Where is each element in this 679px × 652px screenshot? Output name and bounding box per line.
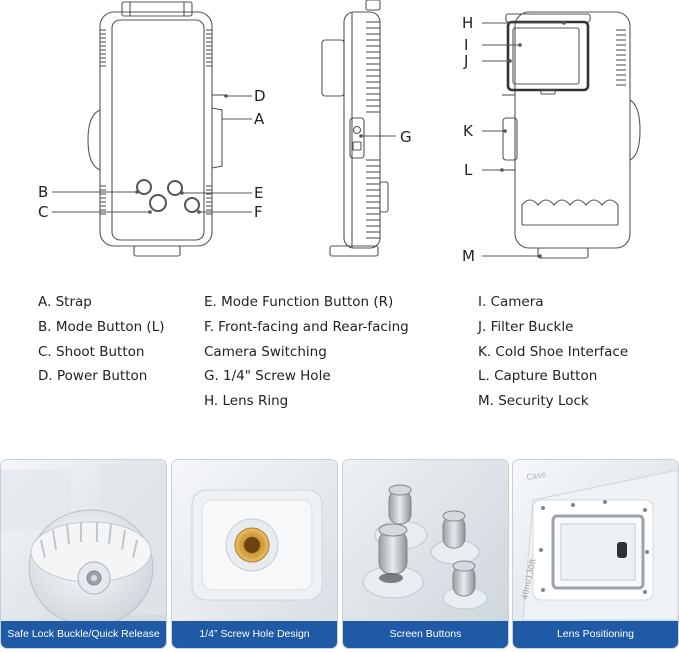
legend-item: E. Mode Function Button (R)	[204, 294, 394, 310]
knob-illustration	[1, 460, 166, 648]
lens-illustration: Case 40m/130ft	[513, 460, 678, 648]
callout-a: A	[254, 110, 265, 128]
photo-screw-hole: 1/4” Screw Hole Design	[171, 459, 338, 649]
side-view	[321, 0, 396, 257]
parts-legend: A. Strap B. Mode Button (L) C. Shoot But…	[0, 290, 679, 420]
legend-column-3: I. Camera J. Filter Buckle K. Cold Shoe …	[478, 290, 628, 414]
legend-column-2: E. Mode Function Button (R) F. Front-fac…	[204, 290, 409, 414]
legend-item: F. Front-facing and Rear-facing	[204, 318, 409, 335]
feature-photos: Safe Lock Buckle/Quick Release 1/4” Scre…	[0, 459, 679, 652]
photo-safe-lock: Safe Lock Buckle/Quick Release	[0, 459, 167, 649]
legend-column-1: A. Strap B. Mode Button (L) C. Shoot But…	[38, 290, 164, 389]
legend-item: J. Filter Buckle	[478, 318, 574, 335]
photo-caption: 1/4” Screw Hole Design	[172, 621, 337, 648]
callout-m: M	[462, 247, 475, 265]
callout-d: D	[254, 87, 266, 105]
legend-item: Camera Switching	[204, 343, 327, 360]
side-ribs	[366, 21, 380, 239]
buttons-illustration	[343, 460, 508, 648]
case-line-drawing	[52, 0, 641, 259]
legend-item: G. 1/4" Screw Hole	[204, 368, 331, 385]
callout-i: I	[464, 36, 469, 54]
legend-item: L. Capture Button	[478, 368, 598, 385]
front-grip-ridges-left	[100, 29, 106, 215]
legend-item: C. Shoot Button	[38, 343, 145, 360]
case-embossed-text: Case	[526, 470, 547, 482]
callout-c: C	[38, 203, 49, 221]
legend-item: K. Cold Shoe Interface	[478, 343, 629, 360]
back-view	[482, 11, 641, 259]
front-grip-ridges-right	[206, 29, 212, 215]
case-diagram: D A B C E F G H I J K L M	[0, 0, 679, 275]
screw-hole-illustration	[172, 460, 337, 648]
callout-j: J	[464, 52, 469, 70]
callout-b: B	[38, 183, 49, 201]
callout-e: E	[254, 184, 264, 202]
callout-l: L	[464, 161, 473, 179]
back-grip-ridges	[616, 29, 626, 86]
photo-caption: Screen Buttons	[343, 621, 508, 648]
photo-screen-buttons: Screen Buttons	[342, 459, 509, 649]
photo-caption: Lens Positioning	[513, 621, 678, 648]
photo-lens-positioning: Case 40m/130ft Lens Positioning	[512, 459, 679, 649]
legend-item: A. Strap	[38, 294, 92, 310]
callout-k: K	[463, 122, 473, 140]
callout-g: G	[400, 128, 412, 146]
legend-item: M. Security Lock	[478, 393, 589, 410]
legend-item: D. Power Button	[38, 368, 148, 385]
legend-item: H. Lens Ring	[204, 393, 289, 410]
callout-f: F	[254, 203, 263, 221]
photo-caption: Safe Lock Buckle/Quick Release	[1, 621, 166, 648]
legend-item: B. Mode Button (L)	[38, 318, 165, 335]
callout-h: H	[462, 14, 474, 32]
front-view	[52, 1, 252, 257]
legend-item: I. Camera	[478, 294, 544, 310]
